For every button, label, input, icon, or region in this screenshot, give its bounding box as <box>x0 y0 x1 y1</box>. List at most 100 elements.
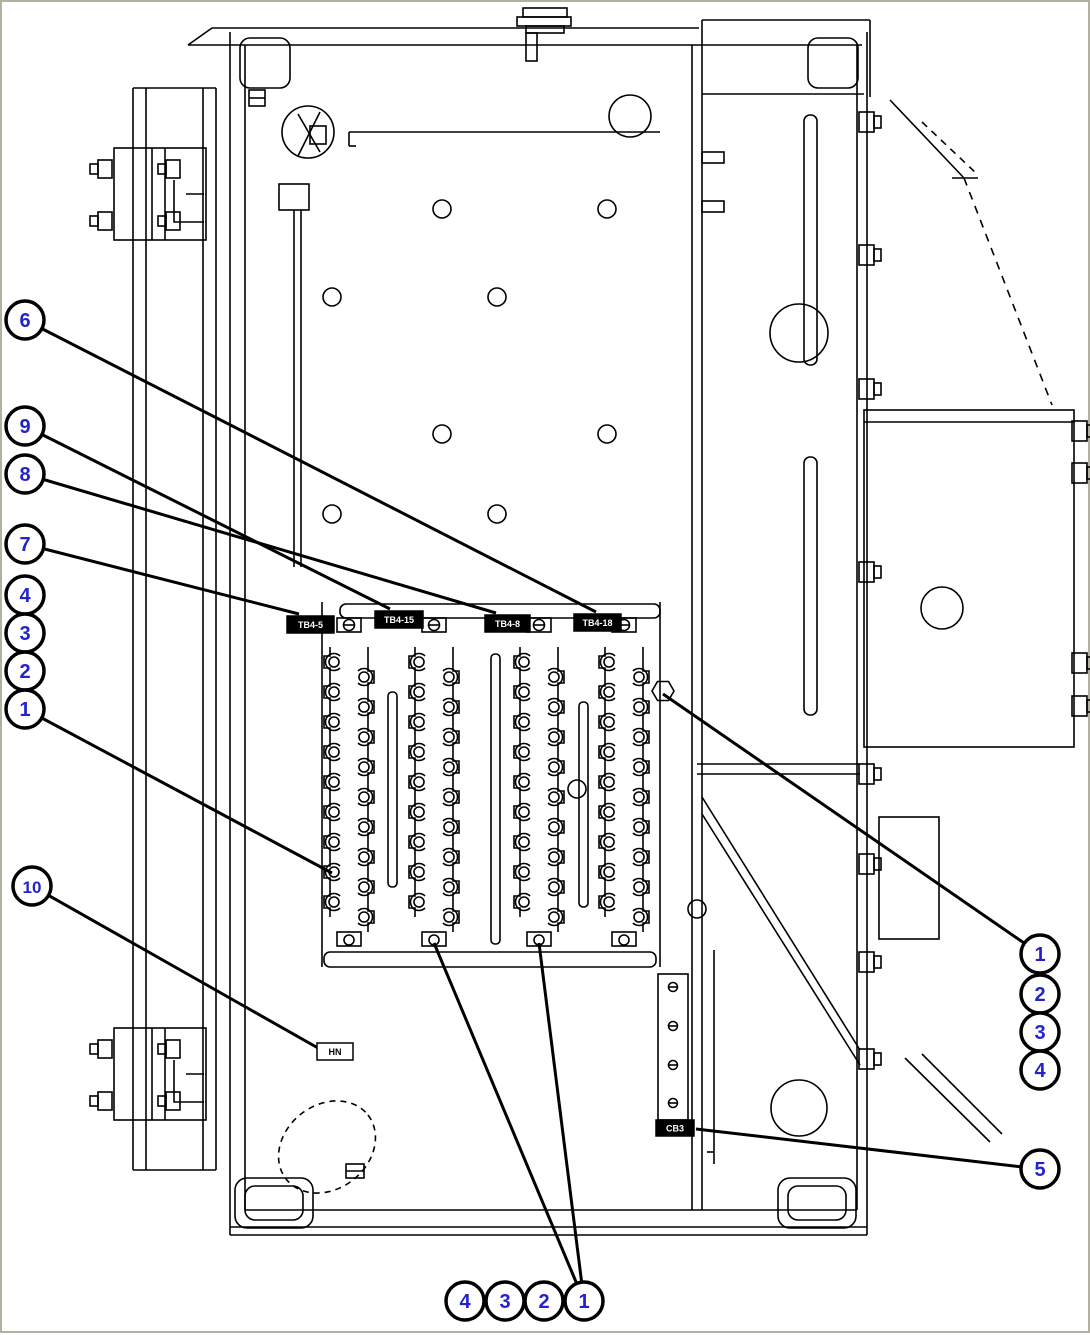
leader-line <box>24 318 597 614</box>
bolt-icon <box>873 857 882 871</box>
leader-line <box>24 472 497 615</box>
screw-icon <box>342 618 356 632</box>
fuse-clip-icon <box>413 716 425 728</box>
fuse-clip-icon <box>518 896 530 908</box>
callout-balloon-8[interactable]: 8 <box>4 453 46 495</box>
leader-line <box>31 884 319 1050</box>
callout-balloon-9[interactable]: 9 <box>4 405 46 447</box>
fuse-clip-icon <box>328 836 340 848</box>
bolt-icon <box>1086 466 1090 480</box>
bolt-icon <box>97 1091 113 1111</box>
balloon-number: 6 <box>19 310 30 332</box>
balloon-number: 3 <box>19 623 30 645</box>
fuse-clip-icon <box>633 731 645 743</box>
terminal-label-4: TB4-18 <box>573 613 622 632</box>
fuse-clip-icon <box>518 656 530 668</box>
panel-hole <box>487 287 507 307</box>
terminal-label-2: TB4-15 <box>374 610 424 629</box>
screw-icon <box>427 618 441 632</box>
bolt-icon <box>1086 656 1090 670</box>
callout-balloon-4[interactable]: 4 <box>444 1280 486 1322</box>
panel-hole <box>597 424 617 444</box>
panel-hole <box>322 504 342 524</box>
bolt-icon <box>873 382 882 396</box>
bolt-icon <box>97 159 113 179</box>
leader-lines <box>24 318 1041 1302</box>
terminal-label-3: TB4-8 <box>484 614 531 633</box>
panel-hole-large <box>769 303 829 363</box>
fuse-clip-icon <box>603 896 615 908</box>
fuse-clip-icon <box>548 761 560 773</box>
leader-line <box>24 707 333 875</box>
callout-balloon-1[interactable]: 1 <box>1019 933 1061 975</box>
fuse-clip-icon <box>413 656 425 668</box>
fuse-clip-icon <box>548 881 560 893</box>
callout-balloon-1[interactable]: 1 <box>563 1280 605 1322</box>
hn-label-text: HN <box>329 1047 342 1057</box>
callout-balloon-1[interactable]: 1 <box>4 688 46 730</box>
terminal-label-3-text: TB4-8 <box>495 619 520 629</box>
bolt-icon <box>873 248 882 262</box>
fuse-clip-icon <box>603 806 615 818</box>
bolt-icon <box>89 1043 99 1055</box>
callout-balloon-4[interactable]: 4 <box>4 574 46 616</box>
screw-icon <box>532 618 546 632</box>
balloon-number: 1 <box>578 1291 589 1313</box>
fuse-clip-icon <box>413 836 425 848</box>
balloon-number: 2 <box>19 661 30 683</box>
fuse-clip-icon <box>633 791 645 803</box>
bolt-icon <box>157 1095 167 1107</box>
terminal-label-1-text: TB4-5 <box>298 620 323 630</box>
balloon-number: 7 <box>19 534 30 556</box>
fuse-clip-icon <box>328 806 340 818</box>
callout-balloon-2[interactable]: 2 <box>4 650 46 692</box>
callout-balloon-5[interactable]: 5 <box>1019 1148 1061 1190</box>
fuse-clip-icon <box>443 671 455 683</box>
callout-balloon-4[interactable]: 4 <box>1019 1049 1061 1091</box>
balloon-number: 10 <box>23 878 42 897</box>
bolt-icon <box>157 163 167 175</box>
bolt-icon <box>873 1052 882 1066</box>
fuse-clip-icon <box>518 836 530 848</box>
bolt-icon <box>89 163 99 175</box>
callout-balloon-2[interactable]: 2 <box>523 1280 565 1322</box>
bolt-icon <box>89 215 99 227</box>
balloon-number: 3 <box>499 1291 510 1313</box>
fuse-clip-icon <box>413 896 425 908</box>
callout-balloon-7[interactable]: 7 <box>4 523 46 565</box>
leader-line <box>24 542 300 616</box>
cb3-label-text: CB3 <box>666 1124 684 1134</box>
hinge-bracket <box>113 1027 207 1121</box>
fuse-clip-icon <box>443 911 455 923</box>
callout-balloon-3[interactable]: 3 <box>484 1280 526 1322</box>
callout-balloon-3[interactable]: 3 <box>4 612 46 654</box>
fuse-clip-icon <box>603 836 615 848</box>
fuse-clip-icon <box>413 686 425 698</box>
callout-balloon-2[interactable]: 2 <box>1019 973 1061 1015</box>
fuse-clip-icon <box>633 821 645 833</box>
cb3-label: CB3 <box>655 1119 695 1137</box>
bolt-icon <box>165 211 181 231</box>
bolt-icon <box>1086 424 1090 438</box>
fuse-clip-icon <box>518 776 530 788</box>
fuse-clip-icon <box>328 656 340 668</box>
callout-balloon-10[interactable]: 10 <box>11 865 53 907</box>
fuse-clip-icon <box>548 911 560 923</box>
bolt-icon <box>873 955 882 969</box>
callout-balloon-3[interactable]: 3 <box>1019 1011 1061 1053</box>
fuse-clip-icon <box>413 806 425 818</box>
fuse-clip-icon <box>548 851 560 863</box>
panel-hole <box>597 199 617 219</box>
fuse-clip-icon <box>443 821 455 833</box>
terminal-label-4-text: TB4-18 <box>582 618 612 628</box>
fuse-clip-icon <box>328 896 340 908</box>
leader-line <box>695 1127 1041 1171</box>
panel-hole <box>687 899 707 919</box>
panel-hole <box>487 504 507 524</box>
balloon-number: 9 <box>19 416 30 438</box>
fuse-clip-icon <box>413 866 425 878</box>
fuse-clip-icon <box>443 761 455 773</box>
callout-balloon-6[interactable]: 6 <box>4 299 46 341</box>
balloon-number: 2 <box>1034 984 1045 1006</box>
